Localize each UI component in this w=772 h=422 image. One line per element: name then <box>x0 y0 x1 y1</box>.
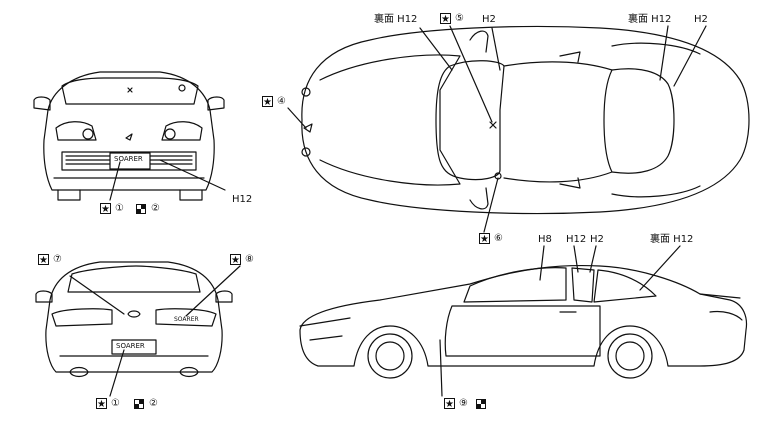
star-in-square-icon: ★ <box>479 233 490 245</box>
rear-view <box>35 261 241 397</box>
decal-number-5: ⑤ <box>455 13 464 24</box>
checkered-flag-icon <box>476 399 486 409</box>
label-top-h2-left: H2 <box>482 14 496 25</box>
star-in-square-icon: ★ <box>262 96 273 108</box>
label-top-h2-right: H2 <box>694 14 708 25</box>
label-top-ura-h12-right: 裏面 H12 <box>628 14 672 25</box>
front-view <box>33 71 226 201</box>
decal-number-2-front: ② <box>151 203 160 214</box>
decal-number-8: ⑧ <box>245 254 254 265</box>
label-top-ura-h12-left: 裏面 H12 <box>374 14 418 25</box>
star-in-square-icon: ★ <box>444 398 455 410</box>
decal-number-1-rear: ① <box>111 398 120 409</box>
star-in-square-icon: ★ <box>96 398 107 410</box>
star-in-square-icon: ★ <box>230 254 241 266</box>
checkered-flag-icon <box>134 399 144 409</box>
top-view <box>287 25 750 233</box>
star-in-square-icon: ★ <box>440 13 451 25</box>
star-in-square-icon: ★ <box>38 254 49 266</box>
plate-text-front: SOARER <box>114 155 143 163</box>
decal-number-9: ⑨ <box>459 398 468 409</box>
side-view <box>299 245 748 397</box>
label-front-h12: H12 <box>232 194 253 205</box>
decal-number-2-rear: ② <box>149 398 158 409</box>
label-side-h12: H12 <box>566 234 587 245</box>
decal-number-4: ④ <box>277 96 286 107</box>
plate-text-rear: SOARER <box>116 342 145 350</box>
label-side-h2: H2 <box>590 234 604 245</box>
star-in-square-icon: ★ <box>100 203 111 215</box>
decal-number-1-front: ① <box>115 203 124 214</box>
checkered-flag-icon <box>136 204 146 214</box>
label-side-ura-h12: 裏面 H12 <box>650 234 694 245</box>
label-side-h8: H8 <box>538 234 552 245</box>
trunk-badge-text: SOARER <box>174 316 199 323</box>
decal-number-7: ⑦ <box>53 254 62 265</box>
decal-number-6: ⑥ <box>494 233 503 244</box>
